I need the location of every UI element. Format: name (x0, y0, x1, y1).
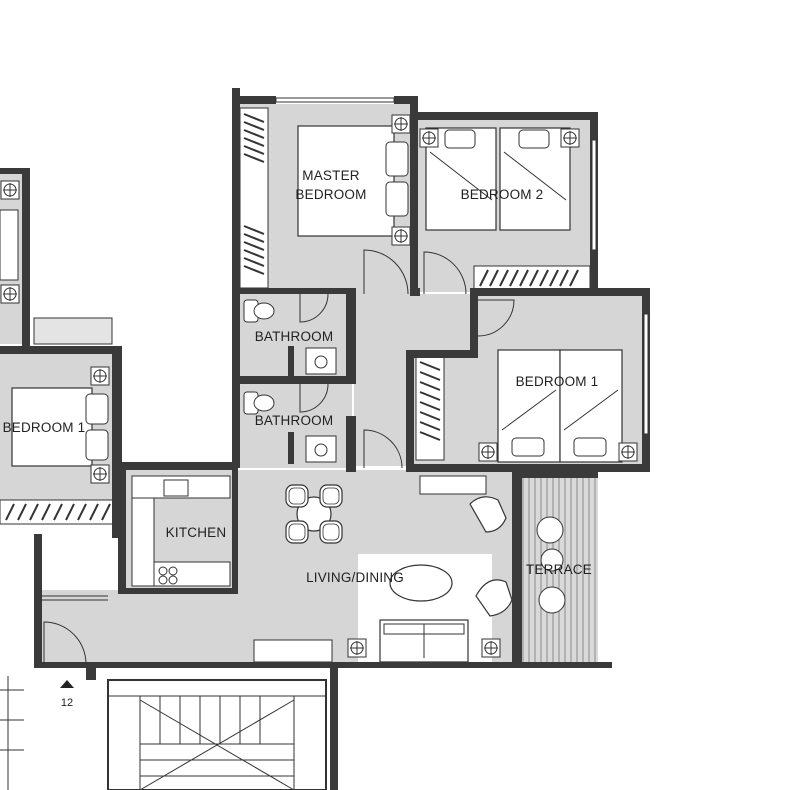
label-master-bedroom-line1: MASTER (302, 168, 360, 183)
armchair-upper (469, 496, 507, 533)
unit-marker-arrow-icon (60, 680, 74, 688)
neighbor-bed (11, 387, 93, 467)
terrace-floor (522, 478, 598, 664)
sink-upper (305, 347, 337, 375)
label-terrace: TERRACE (526, 562, 592, 577)
master-wardrobe-hangers (243, 113, 265, 275)
stair-area (100, 676, 330, 790)
entrance-floor (40, 590, 240, 666)
label-bedroom2: BEDROOM 2 (461, 187, 544, 202)
label-bedroom1: BEDROOM 1 (516, 374, 599, 389)
master-pillow-2 (385, 181, 409, 217)
label-living-dining: LIVING/DINING (306, 570, 404, 585)
staircase (0, 676, 327, 790)
sink-lower (305, 435, 337, 463)
unit-marker-number: 12 (61, 697, 73, 709)
kitchen-sink (163, 479, 189, 497)
label-neighbor-bedroom: BEDROOM 1 (3, 420, 86, 435)
bedroom2-wardrobe (473, 265, 591, 291)
label-bathroom-upper: BATHROOM (255, 329, 334, 344)
door-swings (40, 249, 515, 665)
unit-marker: 12 (60, 680, 74, 709)
label-master-bedroom-line2: BEDROOM (295, 187, 366, 202)
master-pillow-1 (385, 141, 409, 177)
walls (0, 88, 650, 790)
neighbor-balcony-rail (33, 317, 113, 345)
windows (275, 97, 649, 435)
master-bed (297, 125, 395, 237)
kitchen-counter-left (131, 497, 155, 587)
tv-console (253, 639, 333, 663)
label-bathroom-lower: BATHROOM (255, 413, 334, 428)
terrace-chair-3 (538, 586, 566, 614)
terrace-chair-2 (540, 548, 564, 572)
terrace-chair-1 (536, 516, 564, 544)
furniture (0, 107, 638, 665)
sideboard (419, 475, 487, 495)
label-kitchen: KITCHEN (166, 525, 227, 540)
coffee-table (389, 564, 453, 602)
room-labels: MASTER BEDROOM BEDROOM 2 BEDROOM 1 BATHR… (3, 168, 599, 585)
